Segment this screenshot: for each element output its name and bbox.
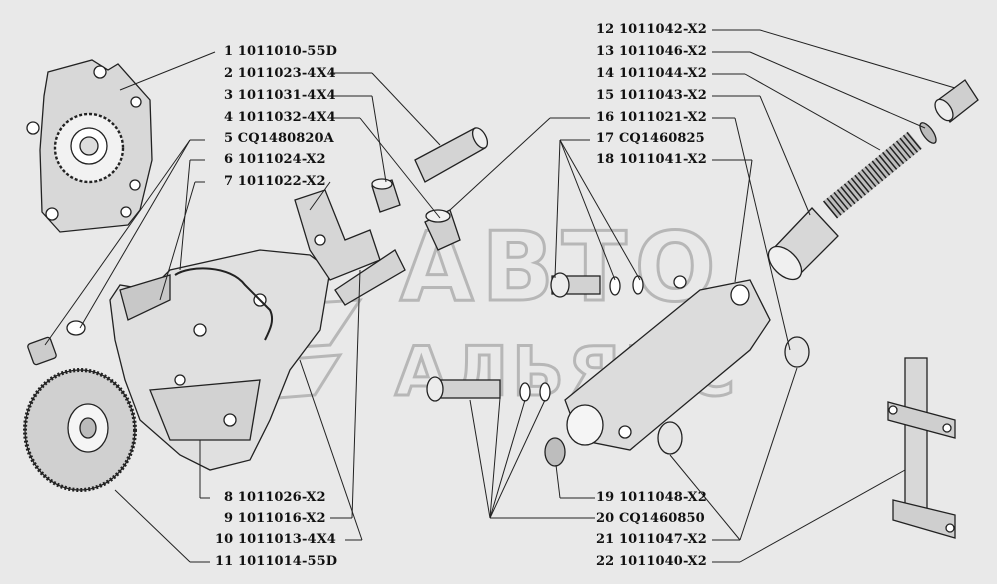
part-label-9: 9 1011016-X2 xyxy=(224,511,326,526)
part-20-bolt xyxy=(426,376,551,402)
part-label-20: 20 CQ1460850 xyxy=(596,511,705,526)
part-5-bolt xyxy=(27,320,86,366)
part-label-2: 2 1011023-4X4 xyxy=(224,66,336,81)
part-label-13: 13 1011046-X2 xyxy=(596,44,707,59)
part-label-3: 3 1011031-4X4 xyxy=(224,88,336,103)
part-label-18: 18 1011041-X2 xyxy=(596,152,707,167)
part-15-plunger xyxy=(767,207,839,281)
part-label-5: 5 CQ1480820A xyxy=(224,131,334,146)
part-label-16: 16 1011021-X2 xyxy=(596,110,707,125)
part-label-11: 11 1011014-55D xyxy=(215,554,338,569)
part-10-rod xyxy=(334,249,406,306)
part-label-19: 19 1011048-X2 xyxy=(596,490,707,505)
part-label-22: 22 1011040-X2 xyxy=(596,554,707,569)
leader-lines xyxy=(44,29,956,563)
part-label-10: 10 1011013-4X4 xyxy=(215,532,336,547)
part-11-drive-gear xyxy=(23,368,137,492)
part-label-8: 8 1011026-X2 xyxy=(224,490,326,505)
part-18-valve-body xyxy=(564,275,771,451)
part-16-bolt xyxy=(550,272,601,298)
part-12-cap xyxy=(934,79,979,123)
part-label-6: 6 1011024-X2 xyxy=(224,152,326,167)
part-19-plug xyxy=(544,437,566,467)
part-label-1: 1 1011010-55D xyxy=(224,44,337,59)
part-1-pump-cover xyxy=(26,59,153,233)
part-label-15: 15 1011043-X2 xyxy=(596,88,707,103)
part-22-pickup-tube xyxy=(887,357,956,539)
part-8-pump-body xyxy=(109,249,331,471)
part-label-4: 4 1011032-4X4 xyxy=(224,110,336,125)
part-label-21: 21 1011047-X2 xyxy=(596,532,707,547)
part-13-washer xyxy=(919,122,937,144)
part-3-bushing xyxy=(371,178,401,213)
part-label-17: 17 CQ1460825 xyxy=(596,131,705,146)
part-2-shaft xyxy=(414,127,489,183)
part-label-12: 12 1011042-X2 xyxy=(596,22,707,37)
part-label-14: 14 1011044-X2 xyxy=(596,66,707,81)
part-label-7: 7 1011022-X2 xyxy=(224,174,326,189)
part-17-washers xyxy=(609,275,644,296)
part-14-spring xyxy=(823,131,922,219)
part-7-bracket xyxy=(294,189,381,281)
part-21-washers xyxy=(657,336,810,455)
